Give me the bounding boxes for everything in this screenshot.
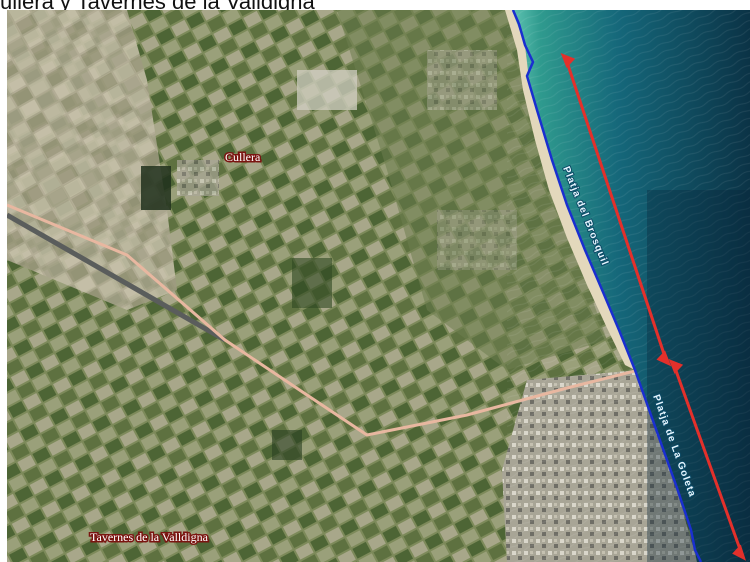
place-label-cullera: Cullera (225, 150, 261, 164)
map-caption: ullera y Tavernes de la Valldigna (0, 0, 315, 13)
cullera-houses (177, 160, 219, 196)
extent-arrow-north (560, 53, 672, 367)
place-label-tavernes: Tavernes de la Valldigna (90, 530, 209, 544)
dark-paddy (272, 430, 302, 460)
dark-paddy (292, 258, 332, 308)
coastline (511, 10, 703, 562)
farmland-northwest (7, 10, 177, 310)
greenhouses (297, 70, 357, 110)
deep-water (647, 190, 750, 562)
dark-paddy (141, 166, 171, 210)
sea-waves (507, 10, 750, 562)
scattered-houses (437, 210, 517, 270)
extent-arrow-south (668, 359, 747, 561)
beach-sand (505, 10, 635, 370)
satellite-map[interactable]: Cullera Tavernes de la Valldigna Platja … (7, 10, 750, 562)
scattered-houses (427, 50, 497, 110)
railway-line (7, 212, 227, 343)
